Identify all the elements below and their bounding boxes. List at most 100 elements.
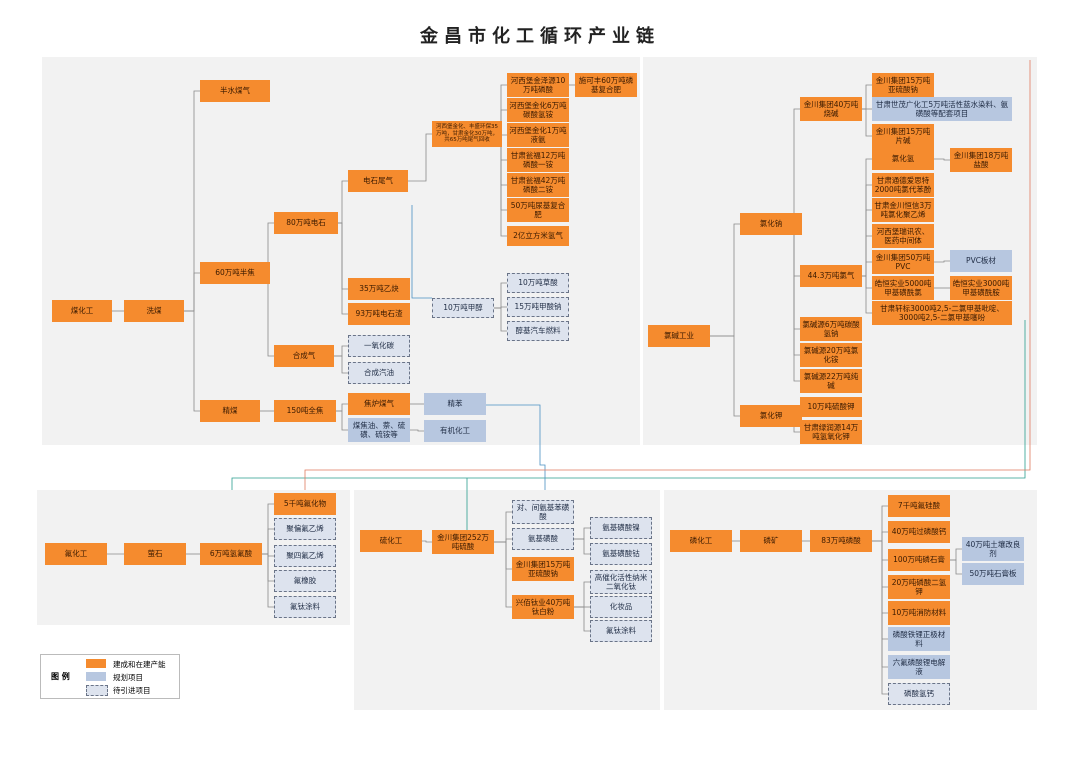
node-yyht: 一氧化碳 [348,335,410,357]
legend-title: 图 例 [51,672,70,681]
node-tbf: 兴佰钛业40万吨钛白粉 [512,595,574,619]
connector-mjy-yjhg [410,429,424,432]
page-title: 金昌市化工循环产业链 [420,26,660,47]
connector-lq-jjhxl [862,275,872,289]
connector-lq-zjt [862,235,872,277]
node-jb: 精苯 [424,393,486,415]
cross-link-1 [486,404,546,490]
legend-swatch-built [86,659,106,668]
connector-ljgy-lhj [710,335,740,417]
connector-linsuan-lstl [872,540,888,640]
node-ylsn2: 金川集团15万吨亚硫酸钠 [512,557,574,581]
node-lsuan: 河西堡金泽源10万吨磷酸 [507,73,569,97]
node-qyhj: 甘肃绿润源14万吨氢氧化钾 [800,420,862,444]
connector-dianshi-yique [338,222,348,290]
connector-lhn-sj [793,108,802,225]
node-ys2: 萤石 [124,543,186,565]
node-lhjyx: 甘肃金川恒信3万吨氯化聚乙烯 [872,198,934,222]
connector-dianshi-dsz [338,222,348,315]
node-lflsl: 六氟磷酸锂电解液 [888,655,950,679]
node-hcq: 合成气 [274,345,334,367]
node-sj: 金川集团40万吨烧碱 [800,97,862,121]
connector-liusuan-tbf [494,541,512,608]
connector-jc-cjrl [494,307,507,332]
node-lsya: 甘肃瓮福12万吨磷酸一铵 [507,148,569,172]
connector-ljgy-lhn [710,223,740,337]
connector-hcq-yyht [334,345,348,357]
node-quanjiao: 150吨全焦 [274,400,336,422]
connector-lq-lhq [862,158,872,277]
node-mhg: 煤化工 [52,300,112,322]
connector-linsuan-glsg [872,531,888,542]
node-dsz: 93万吨电石渣 [348,303,410,325]
node-fxj: 氟橡胶 [274,570,336,592]
node-linsuan: 83万吨磷酸 [810,530,872,552]
node-lseqj: 20万吨磷酸二氢钾 [888,575,950,599]
node-ftll1: 氟钛涂料 [274,596,336,618]
node-bsmq: 半水煤气 [200,80,270,102]
node-yjhg: 有机化工 [424,420,486,442]
node-jm: 精煤 [200,400,260,422]
connector-linsuan-lseqj [872,540,888,588]
node-tsqa: 河西堡金化6万吨碳酸氢铵 [507,98,569,122]
node-jc: 10万吨甲醇 [432,298,494,318]
connector-tbf-ftll2 [574,606,590,632]
node-nmtio2: 高催化活性纳米二氧化钛 [590,570,652,594]
connector-xm-bsmq [184,90,200,312]
connector-liusuan-ylsn2 [494,541,512,570]
node-trgl: 40万吨土壤改良剂 [962,537,1024,561]
node-ftll2: 氟钛涂料 [590,620,652,642]
connector-lhq-ys [934,158,950,161]
node-cs: 10万吨草酸 [507,273,569,293]
node-qq: 2亿立方米氢气 [507,226,569,246]
node-sgb: 50万吨石膏板 [962,563,1024,585]
connector-pvc-pvcbc [934,260,950,263]
node-jjhxa: 皓恒实业3000吨甲基磺酰胺 [950,276,1012,300]
connector-dianshi-dswq [338,180,348,224]
connector-linsuan-xfcl [872,540,888,614]
node-jlmq: 焦炉煤气 [348,393,410,415]
connector-liusuan-ajhs [494,538,512,543]
node-lhq: 氯化氢 [872,148,934,170]
connector-lq-lhjyx [862,209,872,277]
node-dswq: 电石尾气 [348,170,408,192]
node-glsg: 40万吨过磷酸钙 [888,521,950,543]
node-ajnie: 氨基磺酸镍 [590,517,652,539]
legend-swatch-todo [86,685,108,696]
connector-tbf-nmtio2 [574,581,590,608]
legend-swatch-planned [86,672,106,681]
connector-sj-pj [862,108,872,137]
connector-dswq-hxb [408,133,432,182]
node-lsea: 甘肃瓮福42万吨磷酸二铵 [507,173,569,197]
node-mjy: 煤焦油、萘、硫磺、硫铵等 [348,418,410,442]
node-fhw: 5千吨氟化物 [274,493,336,515]
legend-label-planned: 规划项目 [113,673,143,682]
node-lk: 磷矿 [740,530,802,552]
node-bj: 60万吨半焦 [200,262,270,284]
connector-lsg-sgb [950,559,962,575]
node-lha: 氯碱源20万吨氯化铵 [800,343,862,367]
node-xfcl: 10万吨消防材料 [888,601,950,625]
legend: 图 例 建成和在建产能 规划项目 待引进项目 [40,654,180,699]
node-lhn: 氯化钠 [740,213,802,235]
node-smg: 甘肃世茂广化工5万吨活性蓝水染料、氨磺酸等配套项目 [872,97,1012,121]
node-hcqy: 合成汽油 [348,362,410,384]
node-fgs: 7千吨氟硅酸 [888,495,950,517]
node-lstl: 磷酸铁锂正极材料 [888,627,950,651]
node-lsj: 10万吨硫酸钾 [800,397,862,417]
connector-lsg-trgl [950,548,962,561]
panel-phosphorus [664,490,1037,710]
node-dianshi: 80万吨电石 [274,212,338,234]
connector-ajhs-ajgu [574,538,590,555]
node-hzp: 化妆品 [590,596,652,618]
connector-liusuan-djab [494,511,512,543]
connector-hcq-hcqy [334,355,348,374]
cross-link-4 [411,205,432,299]
connector-jc-cs [494,282,507,309]
node-jpfyx: 聚偏氟乙烯 [274,518,336,540]
connector-lq-pvc [862,261,872,277]
node-jjhxl: 皓恒实业5000吨甲基磺酰氯 [872,276,934,300]
connector-sj-ylsn [862,84,872,110]
node-cjrl: 醇基汽车燃料 [507,321,569,341]
